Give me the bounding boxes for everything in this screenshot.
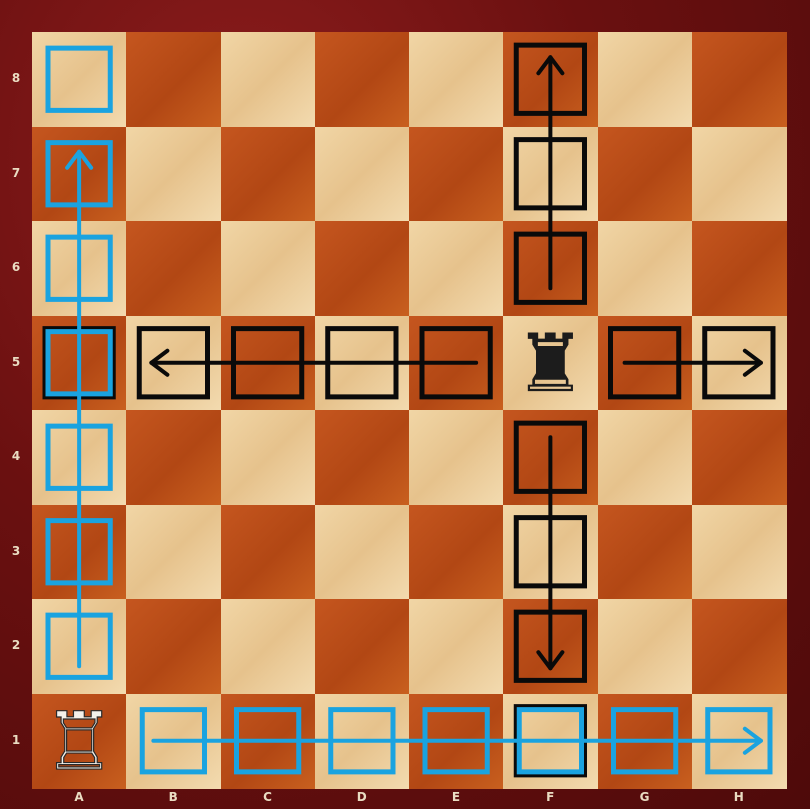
arrow-rank5-right [625,351,761,375]
arrow-f-up [538,57,562,288]
black-rook-f5[interactable]: ♜ [515,317,587,410]
white-rook-a1[interactable]: ♖ [43,695,115,788]
highlight-a8 [48,48,110,110]
arrow-a-up [67,152,91,667]
arrow-f-down [538,437,562,668]
arrow-rank5-left [151,351,476,375]
arrow-rank1-right [153,729,761,753]
